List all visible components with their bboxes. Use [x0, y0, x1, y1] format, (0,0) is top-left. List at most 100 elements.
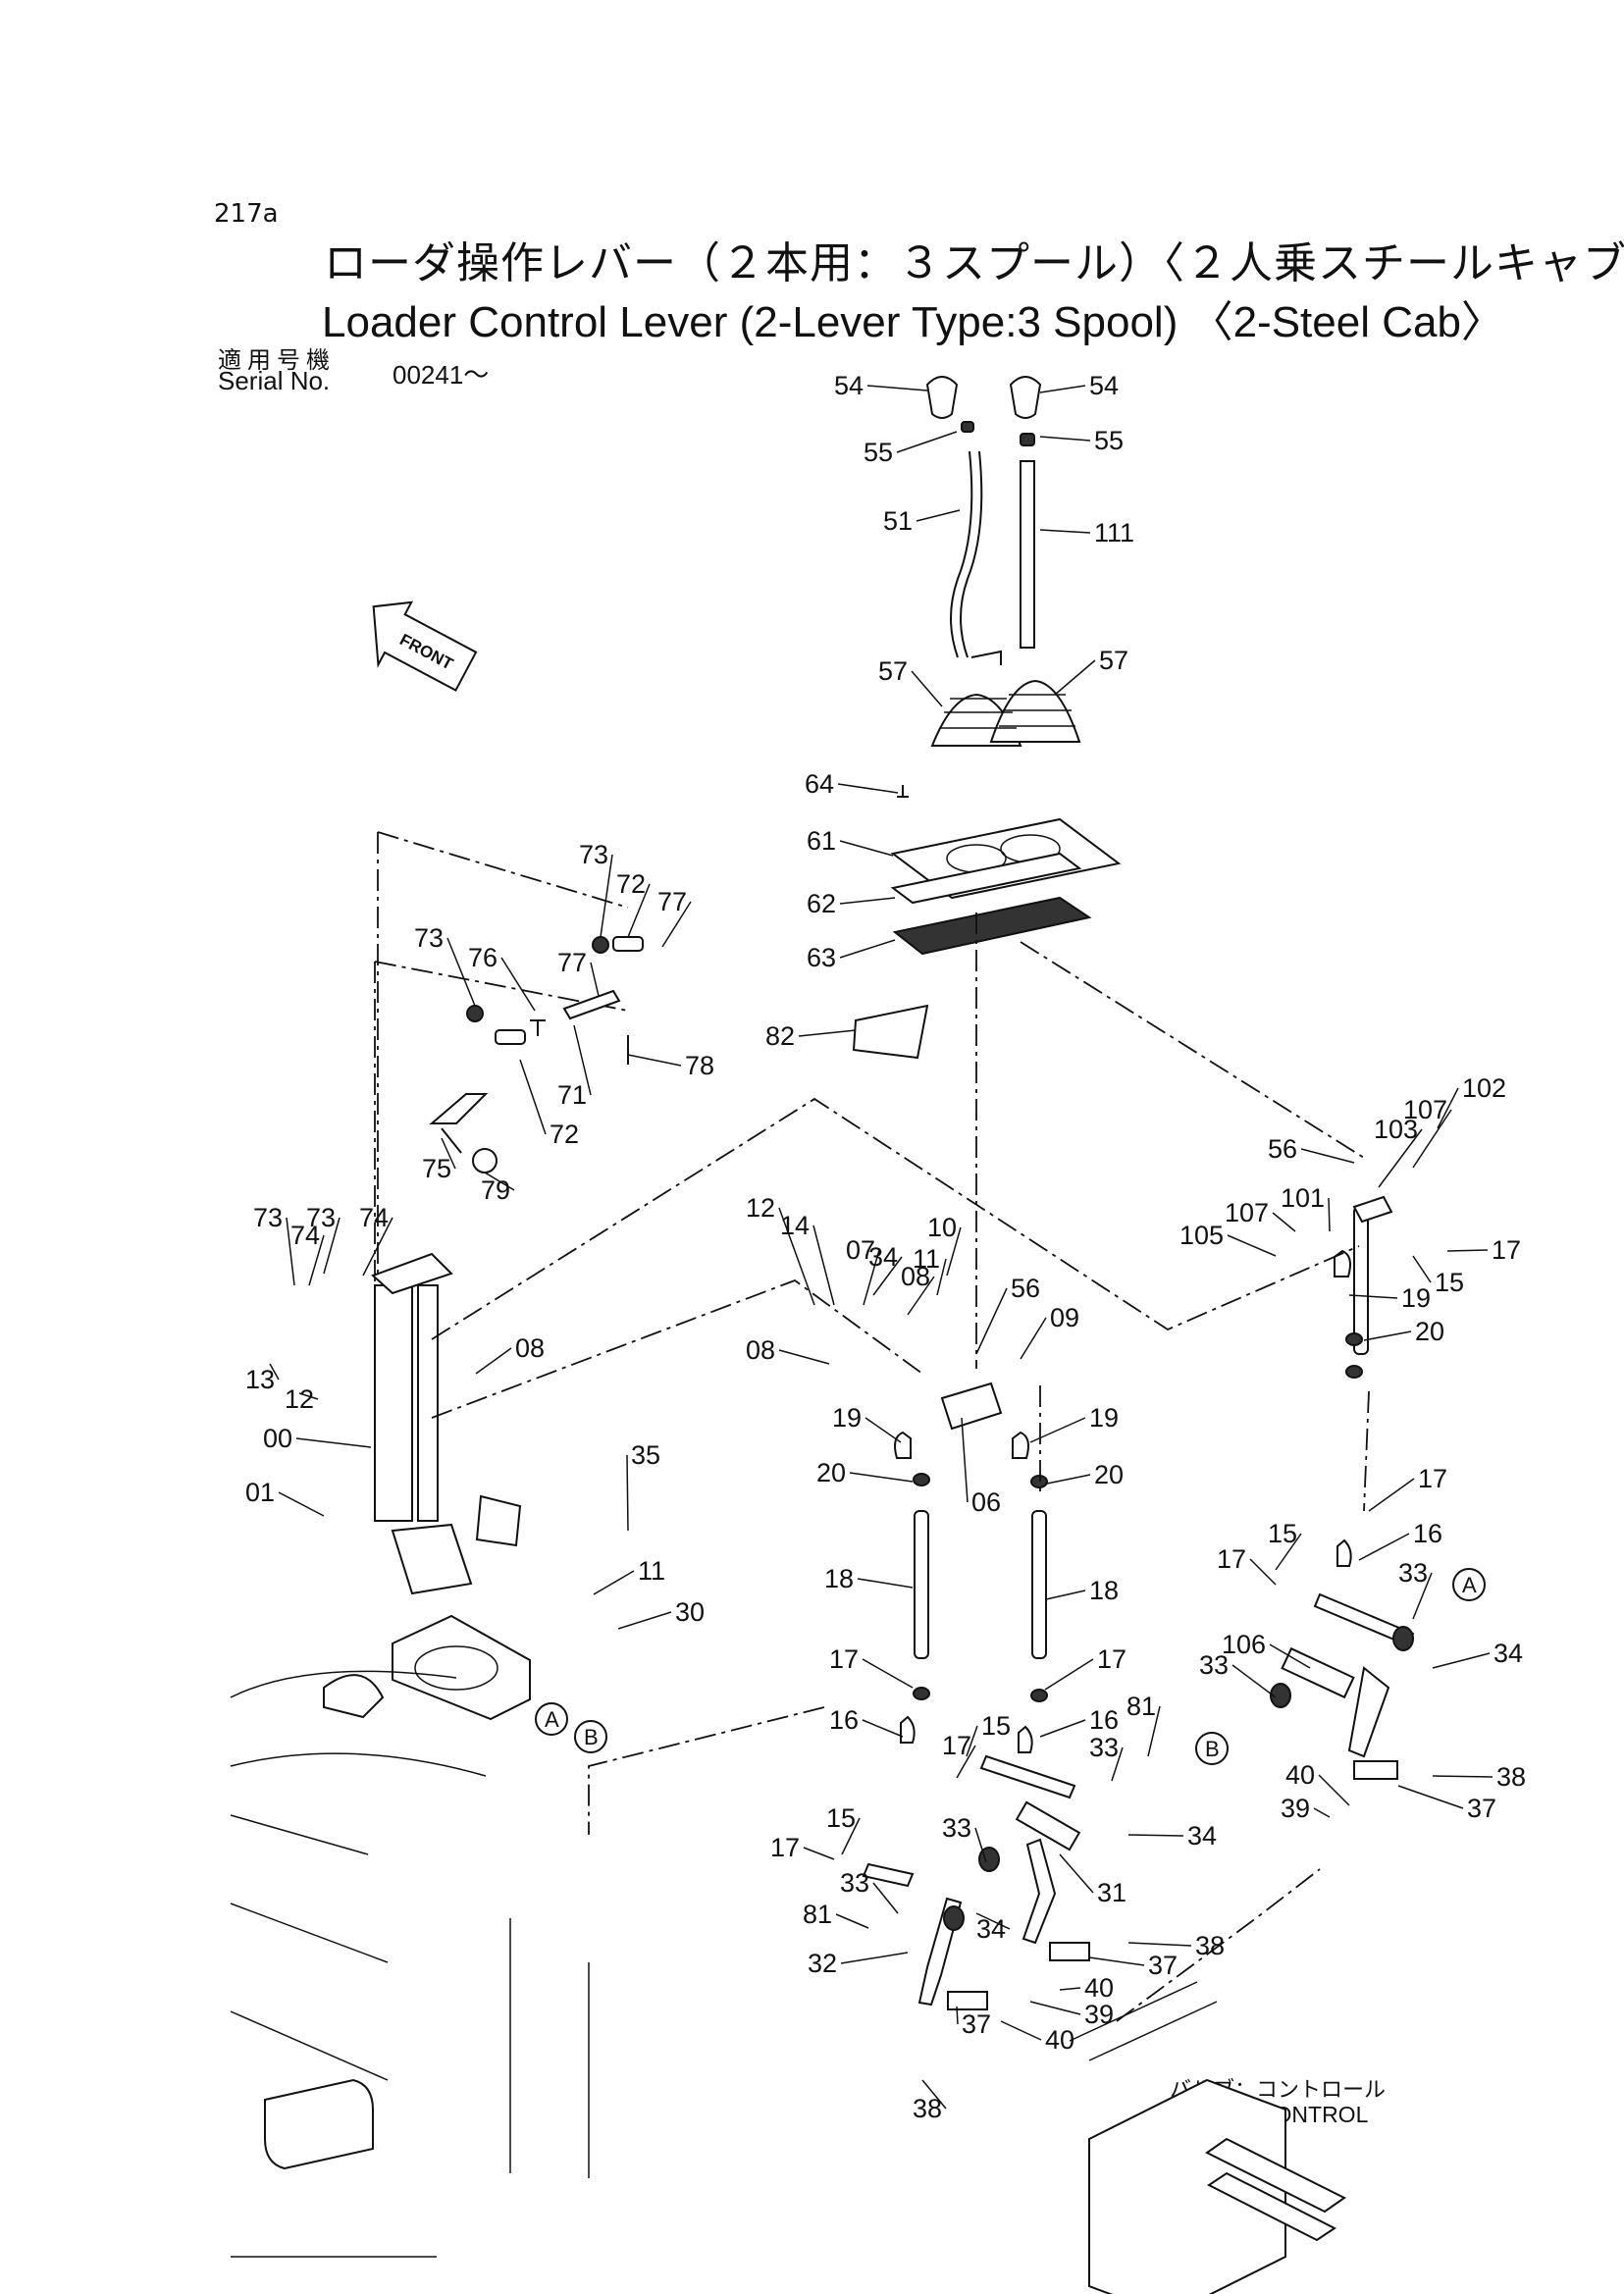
right-linkage-group — [1270, 1195, 1415, 1780]
part-callout-73: 73 — [579, 840, 608, 869]
callout-leader-line — [1300, 1148, 1355, 1164]
callout-leader-line — [911, 670, 943, 707]
callout-leader-line — [961, 1417, 969, 1503]
callout-leader-line — [1249, 1558, 1277, 1586]
callout-leader-line — [286, 1217, 295, 1286]
upper-left-linkage-group — [429, 936, 644, 1173]
callout-leader-line — [849, 1472, 914, 1483]
callout-leader-line — [872, 1882, 899, 1914]
part-callout-107: 107 — [1225, 1198, 1269, 1227]
part-callout-34: 34 — [1187, 1821, 1217, 1851]
part-callout-55: 55 — [864, 438, 893, 467]
part-callout-34: 34 — [1493, 1639, 1523, 1668]
callout-leader-line — [441, 1137, 456, 1170]
part-callout-14: 14 — [780, 1211, 810, 1240]
callout-leader-line — [1397, 1785, 1464, 1809]
part-callout-20: 20 — [1094, 1460, 1124, 1489]
part-callout-33: 33 — [1199, 1650, 1229, 1680]
part-callout-16: 16 — [1089, 1705, 1119, 1735]
part-callout-40: 40 — [1045, 2025, 1074, 2055]
callout-leader-line — [1363, 1330, 1412, 1341]
callout-leader-line — [661, 901, 692, 948]
callout-leader-line — [446, 937, 476, 1007]
part-callout-73: 73 — [414, 923, 444, 953]
part-callout-106: 106 — [1222, 1630, 1266, 1659]
callout-leader-line — [1039, 1719, 1086, 1738]
part-callout-39: 39 — [1084, 2000, 1114, 2029]
part-callout-06: 06 — [971, 1487, 1001, 1517]
callout-leader-line — [1046, 1474, 1091, 1485]
callout-leader-line — [866, 385, 928, 391]
callout-leader-line — [1272, 1212, 1296, 1232]
left-frame-group — [230, 831, 629, 2258]
part-callout-19: 19 — [1401, 1283, 1431, 1313]
part-callout-37: 37 — [1148, 1951, 1178, 1980]
callout-leader-line — [1127, 1942, 1192, 1947]
part-callout-56: 56 — [1011, 1274, 1040, 1303]
callout-leader-line — [778, 1207, 815, 1306]
part-callout-38: 38 — [1195, 1931, 1225, 1960]
part-callout-35: 35 — [631, 1440, 660, 1470]
part-callout-08: 08 — [515, 1333, 545, 1363]
callout-leader-line — [862, 1719, 904, 1738]
callout-leader-line — [1020, 1317, 1047, 1360]
part-callout-78: 78 — [685, 1051, 714, 1080]
part-callout-103: 103 — [1374, 1115, 1418, 1144]
connection-marker-a: A — [1462, 1573, 1477, 1597]
part-callout-62: 62 — [807, 889, 836, 918]
callout-leader-line — [362, 1217, 393, 1277]
callout-leader-line — [1059, 1853, 1094, 1894]
part-callout-16: 16 — [829, 1705, 859, 1735]
part-callout-37: 37 — [1467, 1794, 1496, 1823]
callout-leader-line — [1358, 1533, 1410, 1561]
part-callout-55: 55 — [1094, 426, 1124, 455]
part-callout-11: 11 — [913, 1244, 940, 1274]
callout-leader-line — [907, 1276, 935, 1316]
callout-leader-line — [896, 431, 958, 453]
callout-leader-line — [1313, 1807, 1331, 1818]
part-callout-01: 01 — [245, 1478, 275, 1507]
part-callout-76: 76 — [468, 943, 498, 972]
part-callout-39: 39 — [1281, 1794, 1310, 1823]
part-callout-15: 15 — [981, 1711, 1011, 1741]
callout-leader-line — [1446, 1249, 1489, 1252]
part-callout-33: 33 — [840, 1868, 869, 1898]
callout-leader-line — [1348, 1294, 1398, 1299]
part-callout-101: 101 — [1281, 1183, 1325, 1213]
upper-levers-group — [852, 376, 1122, 1060]
callout-leader-line — [1029, 1417, 1086, 1443]
callout-leader-line — [798, 1029, 857, 1037]
part-callout-72: 72 — [616, 869, 646, 899]
callout-leader-line — [269, 1363, 280, 1381]
callout-leader-line — [1039, 436, 1091, 442]
part-callout-30: 30 — [675, 1597, 705, 1627]
part-callout-32: 32 — [808, 1949, 837, 1978]
callout-leader-line — [837, 783, 899, 794]
callout-leader-line — [590, 962, 600, 997]
part-callout-16: 16 — [1413, 1519, 1442, 1548]
part-callout-38: 38 — [1496, 1762, 1526, 1792]
callout-leader-line — [839, 939, 896, 959]
part-callout-40: 40 — [1084, 1973, 1114, 2003]
callout-leader-line — [936, 1258, 947, 1296]
part-callout-73: 73 — [306, 1203, 336, 1232]
part-callout-15: 15 — [1268, 1519, 1297, 1548]
callout-leader-line — [1045, 1590, 1086, 1600]
part-callout-38: 38 — [913, 2094, 942, 2123]
callout-leader-line — [1328, 1197, 1331, 1232]
callout-leader-line — [956, 1745, 976, 1779]
callout-leader-line — [1127, 1834, 1184, 1837]
callout-leader-line — [519, 1059, 547, 1135]
part-callout-75: 75 — [422, 1154, 451, 1183]
serial-label-english: Serial No. — [218, 366, 331, 395]
callout-leader-line — [484, 1172, 515, 1191]
part-callout-81: 81 — [1126, 1692, 1156, 1721]
callout-leader-line — [1039, 385, 1086, 393]
part-callout-111: 111 — [1094, 518, 1134, 547]
part-callout-34: 34 — [976, 1914, 1006, 1944]
part-callout-105: 105 — [1179, 1221, 1224, 1250]
callout-leader-line — [863, 1249, 880, 1306]
part-callout-31: 31 — [1097, 1878, 1126, 1907]
page-number: 217a — [214, 199, 279, 229]
